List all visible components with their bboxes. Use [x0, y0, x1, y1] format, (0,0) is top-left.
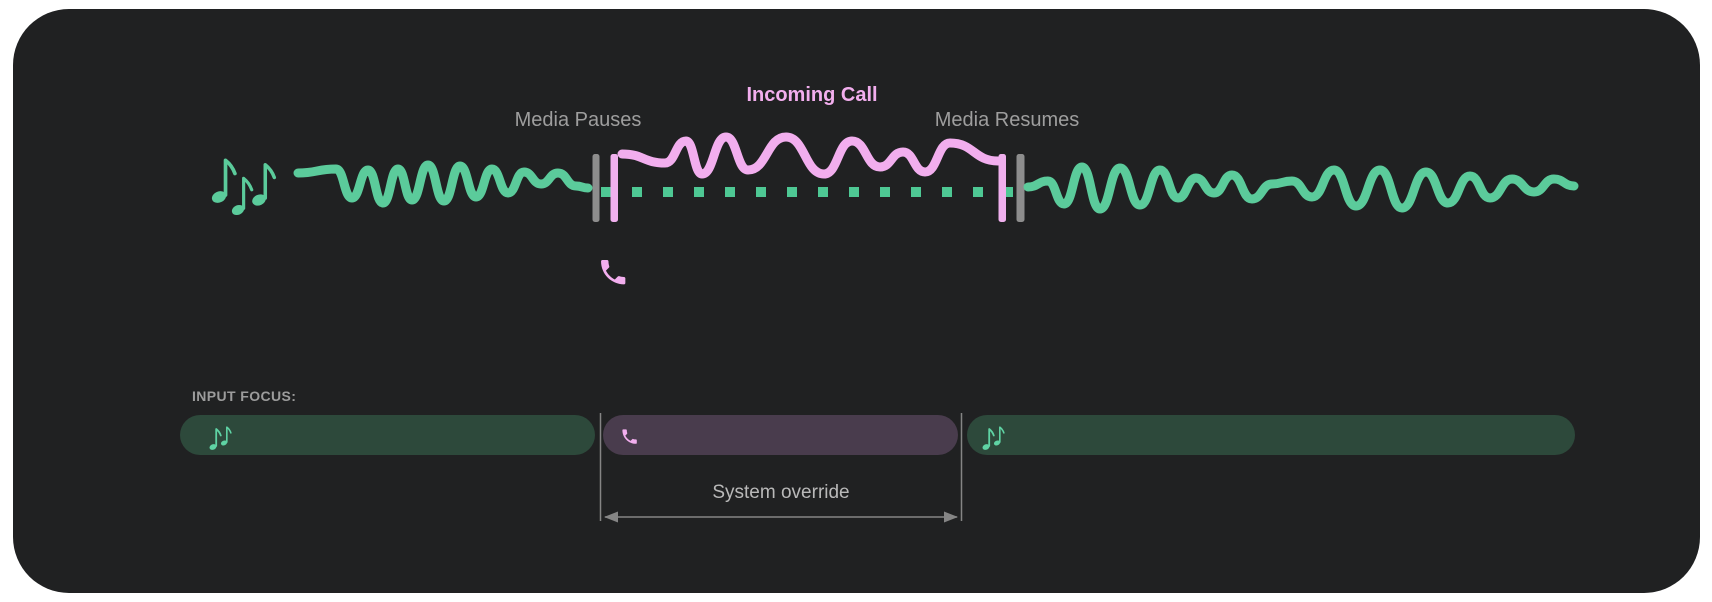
system-override-label: System override	[712, 482, 850, 503]
label-media-resumes: Media Resumes	[934, 109, 1080, 131]
system-override-bracket	[599, 413, 963, 521]
override-arrowhead-left	[604, 511, 618, 523]
focus-bar-media-1	[180, 415, 595, 455]
phone-icon	[601, 260, 626, 285]
label-media-pauses: Media Pauses	[514, 109, 642, 131]
override-arrowhead-right	[944, 511, 958, 523]
pause-marker-pink-bar	[610, 154, 618, 222]
resume-marker-pink-bar	[998, 154, 1006, 222]
input-focus-heading: INPUT FOCUS:	[192, 388, 297, 404]
incoming-call-wave	[617, 132, 1003, 179]
label-incoming-call: Incoming Call	[746, 84, 878, 106]
pause-marker-gray-bar	[592, 154, 600, 222]
focus-bar-call	[603, 415, 958, 455]
dark-card-background	[13, 9, 1700, 593]
focus-bar-media-2	[967, 415, 1575, 455]
resume-marker-gray-bar	[1016, 154, 1025, 222]
media-wave-left	[293, 160, 593, 208]
music-notes-icon	[208, 158, 277, 219]
media-wave-right	[1023, 162, 1579, 214]
